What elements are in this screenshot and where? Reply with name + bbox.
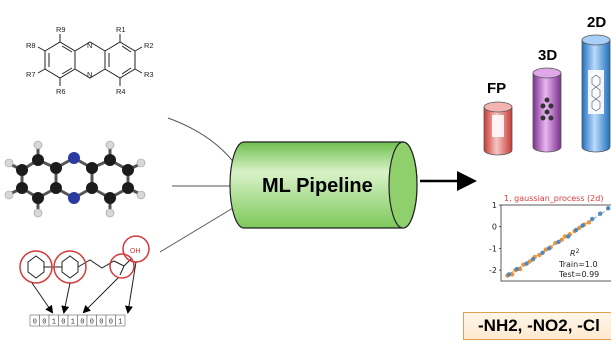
- pipeline-label: ML Pipeline: [262, 175, 373, 197]
- substituent-labels: R1 R2 R3 R4 R6 R7 R8 R9 N N: [26, 25, 154, 96]
- label-r3: R3: [144, 70, 154, 79]
- fingerprint-bit: 1: [71, 318, 75, 326]
- data-point-orange: [537, 252, 542, 258]
- fingerprint-bit: 0: [42, 318, 46, 326]
- data-point-blue: [606, 206, 611, 211]
- fingerprint-bit: 1: [52, 318, 56, 326]
- data-point-blue: [580, 223, 585, 228]
- d2-cylinder: 2D: [581, 14, 611, 153]
- data-point-blue: [530, 257, 536, 262]
- y-tick-label: -1: [489, 244, 497, 253]
- data-point-blue: [540, 250, 545, 255]
- label-r7: R7: [26, 70, 36, 79]
- data-point-blue: [590, 216, 595, 222]
- input-arrows: [159, 117, 239, 253]
- highlight-circles: [19, 235, 150, 284]
- y-tick-label: 0: [492, 223, 497, 232]
- input-arrow-fingerprint: [159, 204, 239, 253]
- label-r2: R2: [144, 41, 154, 50]
- fingerprint-bit: 1: [118, 318, 122, 326]
- fingerprint-pointer-arrows: [31, 261, 137, 314]
- legend-train: Train=1.0: [558, 260, 598, 269]
- data-point-orange: [510, 272, 515, 277]
- data-point-blue: [514, 266, 520, 272]
- representation-cylinders: FP 3D 2D: [483, 14, 611, 156]
- legend-test: Test=0.99: [558, 270, 599, 279]
- data-point-blue: [524, 261, 529, 266]
- fingerprint-bit: 0: [61, 318, 65, 326]
- d3-cylinder: 3D: [532, 47, 562, 153]
- highlight-circle-ring-1: [19, 250, 53, 284]
- label-n-bottom: N: [87, 70, 92, 79]
- ml-pipeline: ML Pipeline: [229, 141, 418, 229]
- fingerprint-bit: 0: [99, 318, 103, 326]
- fingerprint-bit: 0: [109, 318, 113, 326]
- fingerprint-bit: 0: [33, 318, 37, 326]
- fp-cylinder: FP: [483, 80, 513, 156]
- label-r9: R9: [56, 25, 66, 34]
- legend-r2: R2: [570, 248, 580, 258]
- d2-label: 2D: [587, 14, 606, 31]
- data-point-orange: [559, 237, 564, 242]
- parity-chart: 1. gaussian_process (2d) 1 0 -1 -2 R2 Train…: [489, 194, 611, 282]
- y-tick-label: 1: [492, 201, 497, 210]
- data-point-blue: [598, 211, 603, 216]
- chart-title: 1. gaussian_process (2d): [504, 194, 603, 203]
- data-point-blue: [506, 272, 512, 277]
- label-r4: R4: [116, 87, 126, 96]
- fp-label: FP: [487, 80, 506, 97]
- label-r6: R6: [56, 87, 66, 96]
- fingerprint-molecule: [27, 255, 133, 279]
- highlight-circle-chain: [109, 253, 135, 279]
- label-r1: R1: [116, 25, 126, 34]
- label-r8: R8: [26, 41, 36, 50]
- data-point-blue: [546, 246, 552, 251]
- functional-groups-box: -NH2, -NO2, -Cl: [463, 312, 611, 340]
- data-point-blue: [566, 234, 571, 239]
- data-point-orange: [586, 220, 592, 225]
- data-point-orange: [577, 225, 582, 230]
- label-n-top: N: [87, 41, 92, 50]
- d3-label: 3D: [538, 47, 557, 64]
- data-point-orange: [518, 266, 523, 272]
- input-arrow-structure: [167, 117, 239, 169]
- fingerprint-bit: 0: [80, 318, 84, 326]
- oh-group-label: OH: [130, 248, 141, 255]
- data-point-orange: [562, 234, 568, 239]
- fingerprint-bit-box: [115, 314, 126, 327]
- data-point-blue: [574, 227, 579, 233]
- data-point-orange: [527, 259, 532, 264]
- data-point-blue: [556, 239, 561, 245]
- phenazine-skeleton: [37, 34, 143, 86]
- y-tick-label: -2: [489, 266, 497, 275]
- ball-and-stick-model: [4, 140, 146, 218]
- functional-groups-text: -NH2, -NO2, -Cl: [478, 316, 600, 335]
- fingerprint-bit: 0: [90, 318, 94, 326]
